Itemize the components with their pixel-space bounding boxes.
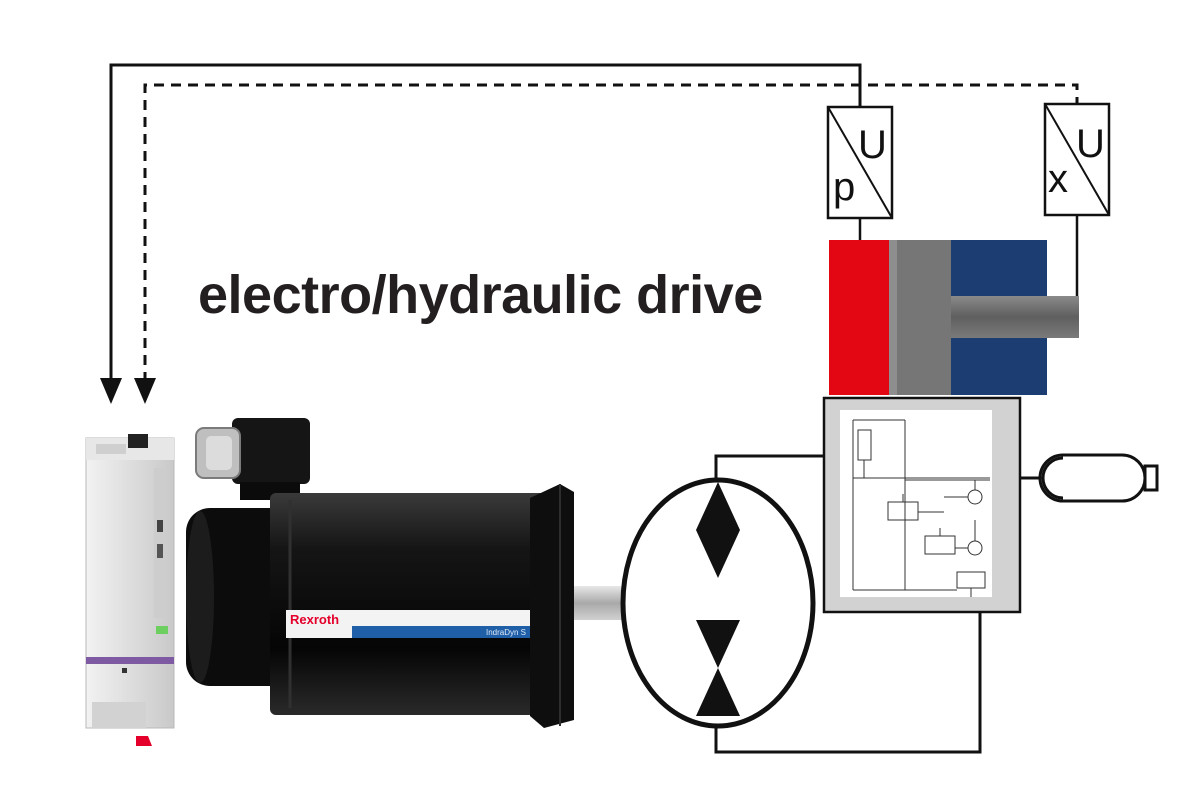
position-transducer-input-symbol: x	[1048, 157, 1068, 201]
position-transducer-output-symbol: U	[1076, 122, 1105, 166]
drive-status-led	[156, 626, 168, 634]
pressure-feedback-arrow	[100, 378, 122, 404]
motor-model-label: IndraDyn S	[486, 628, 526, 637]
pressure-transducer-input-symbol: p	[833, 165, 855, 209]
valve-schematic	[852, 419, 990, 597]
hydraulic-cylinder	[829, 240, 1079, 395]
servo-motor: Rexroth IndraDyn S	[186, 418, 574, 728]
pressure-feedback-line	[109, 63, 862, 380]
pressure-transducer-output-symbol: U	[858, 123, 887, 167]
motor-brand-label: Rexroth	[290, 612, 339, 627]
cylinder-piston	[889, 240, 951, 395]
feedback-lines	[100, 63, 1079, 404]
position-feedback-arrow	[134, 378, 156, 404]
motor-brand-stripe	[352, 626, 530, 638]
pressure-transducer: p U	[826, 105, 894, 240]
drive-controller	[85, 434, 175, 746]
cylinder-piston-rod	[951, 296, 1079, 338]
accumulator	[1020, 453, 1159, 503]
cylinder-cap-chamber	[829, 240, 889, 395]
position-transducer: x U	[1043, 102, 1111, 310]
diagram-title: electro/hydraulic drive	[198, 265, 763, 325]
hydraulic-pump	[620, 477, 816, 729]
drive-status-stripe	[86, 657, 174, 664]
valve-block	[822, 396, 1022, 614]
